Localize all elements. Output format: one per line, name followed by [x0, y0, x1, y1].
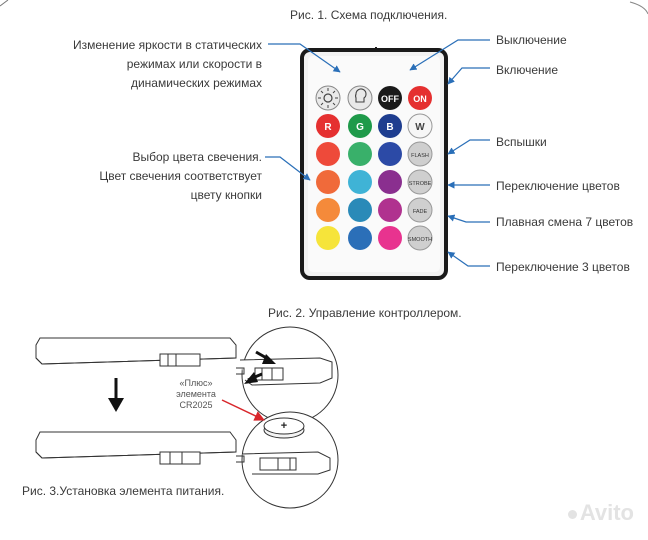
r-button-label: R — [324, 122, 332, 133]
watermark-text: Avito — [579, 500, 634, 525]
plus-label-line3: CR2025 — [179, 400, 213, 410]
off-button — [378, 86, 402, 110]
bulb-icon — [355, 88, 367, 103]
corner-fragment — [0, 0, 9, 7]
on-label: Включение — [496, 63, 559, 77]
strobe-button — [407, 169, 433, 195]
leader-off — [409, 39, 490, 71]
red-button — [316, 114, 340, 138]
color-button — [348, 170, 372, 194]
leader-smooth — [447, 251, 490, 267]
leader-brightness — [268, 43, 341, 73]
leader-fade — [447, 214, 490, 223]
off-button-label: OFF — [381, 94, 399, 104]
slide-arrow-head-icon — [262, 354, 276, 364]
down-arrow-head-icon — [108, 398, 124, 412]
flash-button-label: FLASH — [411, 153, 429, 159]
color-label-line3: цвету кнопки — [190, 188, 262, 202]
blue-button — [378, 114, 402, 138]
on-button-label: ON — [413, 94, 427, 104]
color-label-line2: Цвет свечения соответствует — [99, 169, 262, 183]
color-button — [348, 198, 372, 222]
color-button — [378, 226, 402, 250]
strobe-label: Переключение цветов — [496, 179, 620, 193]
figure3-caption: Рис. 3.Установка элемента питания. — [22, 484, 225, 498]
sun-rays-icon — [318, 88, 338, 108]
corner-fragment-right — [629, 1, 648, 15]
color-button — [348, 226, 372, 250]
brightness-label-line2: режимах или скорости в — [126, 57, 262, 71]
watermark: Avito — [567, 500, 634, 526]
figure2-caption: Рис. 2. Управление контроллером. — [268, 306, 462, 320]
smooth-button — [407, 225, 433, 251]
color-button — [348, 142, 372, 166]
b-button-label: B — [386, 122, 393, 133]
strobe-button-label: STROBE — [409, 181, 432, 187]
color-button — [316, 170, 340, 194]
color-label-line1: Выбор цвета свечения. — [132, 150, 262, 164]
fade-button — [407, 197, 433, 223]
pull-arrow-head-icon — [244, 372, 258, 384]
white-button — [407, 113, 433, 139]
color-button — [316, 226, 340, 250]
sun-icon — [323, 93, 333, 103]
leader-on — [447, 67, 490, 85]
plus-pointer-arrow — [221, 399, 265, 421]
plus-sign: + — [281, 420, 287, 432]
color-button — [378, 170, 402, 194]
flash-button — [407, 141, 433, 167]
green-button — [348, 114, 372, 138]
w-button-label: W — [415, 122, 425, 133]
color-button — [316, 142, 340, 166]
leader-color — [265, 156, 311, 181]
brightness-label-line1: Изменение яркости в статических — [72, 38, 262, 52]
fade-button-label: FADE — [413, 209, 428, 215]
remote-buttons — [315, 85, 433, 251]
figure1-caption: Рис. 1. Схема подключения. — [290, 8, 448, 22]
plus-label-line2: элемента — [176, 389, 216, 399]
fade-label: Плавная смена 7 цветов — [496, 215, 634, 229]
watermark-dots-icon — [567, 509, 577, 519]
off-label: Выключение — [496, 33, 567, 47]
on-button — [408, 86, 432, 110]
plus-label-line1: «Плюс» — [179, 378, 213, 388]
color-button — [378, 198, 402, 222]
flash-label: Вспышки — [496, 135, 547, 149]
color-button — [316, 198, 340, 222]
leader-flash — [447, 139, 490, 155]
smooth-button-label: SMOOTH — [408, 237, 432, 243]
battery-install-illustration — [35, 326, 339, 509]
color-button — [378, 142, 402, 166]
brightness-label-line3: динамических режимах — [130, 76, 262, 90]
remote-control — [300, 47, 448, 280]
leader-lines — [265, 39, 490, 267]
smooth-label: Переключение 3 цветов — [496, 260, 630, 274]
g-button-label: G — [356, 122, 364, 133]
